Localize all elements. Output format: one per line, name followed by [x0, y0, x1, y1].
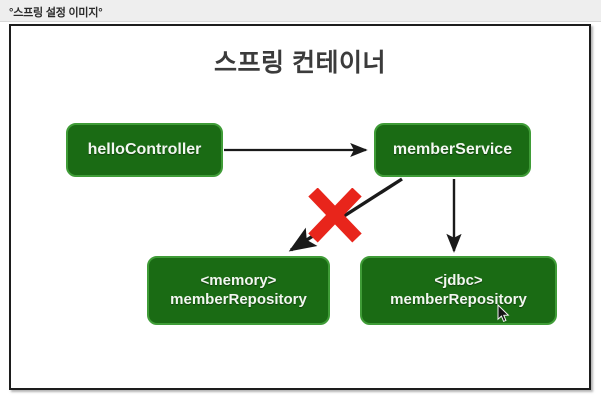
edge-service-to-memory [288, 177, 403, 252]
diagram-canvas: 스프링 컨테이너 helloController memberS [9, 24, 591, 390]
diagram-title: 스프링 컨테이너 [214, 49, 386, 77]
caption-bar: °스프링 설정 이미지° [0, 0, 601, 22]
connector-layer [224, 142, 462, 253]
node-jdbc-repository-type: <jdbc> [434, 272, 483, 290]
node-jdbc-repository-label: memberRepository [390, 290, 527, 308]
bottom-note [11, 394, 591, 403]
node-memory-repository[interactable]: <memory> memberRepository [147, 256, 330, 325]
node-hello-controller-label: helloController [87, 141, 202, 159]
node-member-service[interactable]: memberService [374, 123, 531, 177]
node-member-service-label: memberService [392, 141, 513, 159]
caption-text: °스프링 설정 이미지° [9, 7, 103, 19]
node-memory-repository-label: memberRepository [170, 290, 307, 308]
node-memory-repository-type: <memory> [200, 272, 277, 290]
node-hello-controller[interactable]: helloController [66, 123, 223, 177]
node-jdbc-repository[interactable]: <jdbc> memberRepository [360, 256, 557, 325]
